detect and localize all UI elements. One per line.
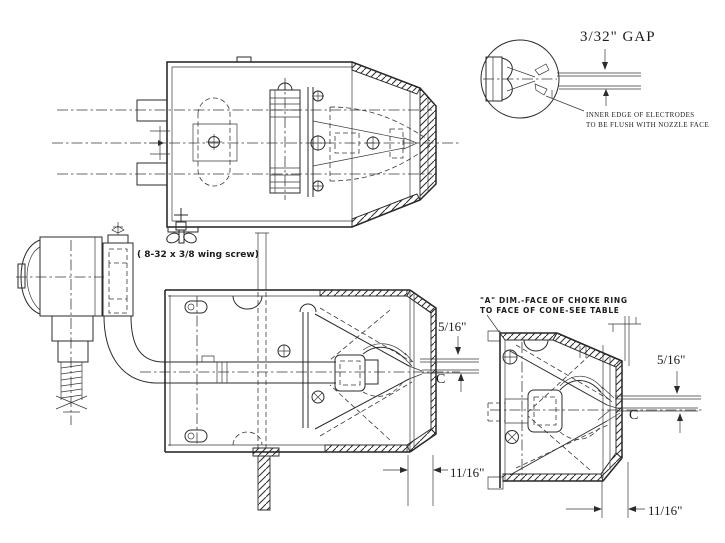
detail-electrode-height-dim: 5/16" bbox=[657, 352, 685, 367]
electrode-note-line1: INNER EDGE OF ELECTRODES bbox=[586, 111, 695, 119]
centerline-symbol: C bbox=[436, 372, 445, 387]
nozzle-detail: C 5/16" 11/16" "A" DIM.-FACE OF CHOKE RI… bbox=[480, 296, 702, 518]
choke-ring-note-line1: "A" DIM.-FACE OF CHOKE RING bbox=[480, 296, 628, 305]
side-view: C 5/16" 11/16" bbox=[16, 222, 484, 506]
centerline-symbol: C bbox=[629, 408, 638, 423]
gap-dimension-label: 3/32" GAP bbox=[580, 29, 656, 45]
choke-ring-note-line2: TO FACE OF CONE-SEE TABLE bbox=[480, 306, 620, 315]
mounting-bar bbox=[252, 232, 280, 511]
electrode-gap-detail: 3/32" GAP INNER EDGE OF ELECTRODES TO BE… bbox=[480, 29, 709, 129]
wing-screw bbox=[166, 208, 197, 244]
electrode-note-line2: TO BE FLUSH WITH NOZZLE FACE bbox=[586, 121, 709, 129]
delay-valve bbox=[16, 236, 104, 425]
wing-screw-label: ( 8-32 x 3/8 wing screw) bbox=[137, 250, 259, 260]
top-view bbox=[52, 56, 460, 244]
side-cone-offset-dim: 11/16" bbox=[450, 465, 484, 480]
detail-cone-offset-dim: 11/16" bbox=[648, 503, 682, 518]
side-electrode-height-dim: 5/16" bbox=[438, 319, 466, 334]
